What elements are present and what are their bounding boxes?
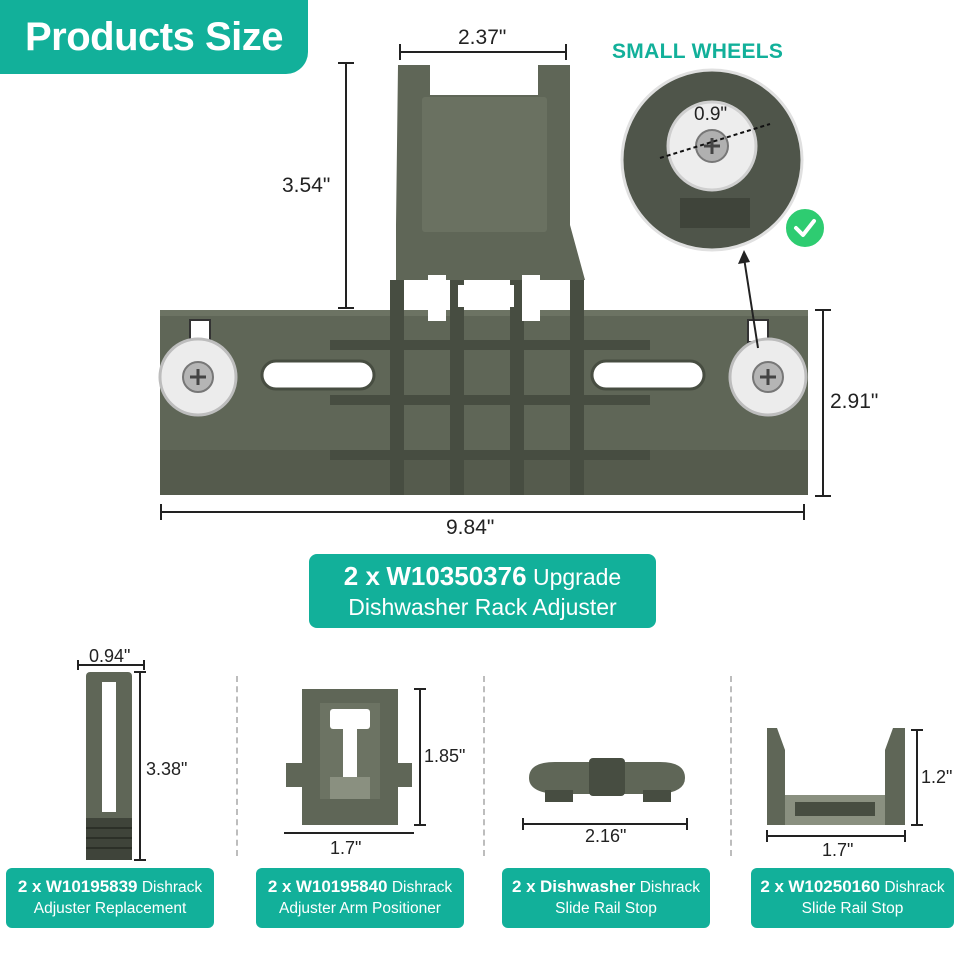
- small-wheels-title: SMALL WHEELS: [612, 40, 784, 63]
- qty: 2 x: [267, 877, 292, 896]
- divider: [730, 676, 732, 856]
- qty: 2 x: [343, 561, 380, 591]
- label-line1: Upgrade: [532, 564, 622, 590]
- label-line1: Dishrack: [141, 879, 203, 896]
- part-number: W10195839: [45, 877, 138, 896]
- wheel-diameter-dimension: 0.9": [694, 104, 728, 125]
- qty: 2 x: [760, 877, 785, 896]
- part1-height: 3.38": [146, 759, 188, 779]
- part3-image: [522, 758, 688, 830]
- rack-adjuster-image: [158, 65, 808, 495]
- part-number: Dishwasher: [539, 877, 636, 896]
- label-line1: Dishrack: [884, 879, 945, 896]
- part2-width: 1.7": [330, 838, 362, 858]
- page-title: Products Size: [0, 0, 308, 74]
- part3-width: 2.16": [585, 826, 627, 846]
- part1-width: 0.94": [89, 646, 131, 666]
- top-width-dimension: 2.37": [458, 26, 507, 49]
- part4-width: 1.7": [822, 840, 854, 860]
- divider: [483, 676, 485, 856]
- part2-height: 1.85": [424, 746, 466, 766]
- main-product-label: 2 x W10350376 Upgrade Dishwasher Rack Ad…: [309, 554, 656, 628]
- part-number: W10195840: [295, 877, 388, 896]
- part3-label: 2 x Dishwasher Dishrack Slide Rail Stop: [502, 868, 710, 928]
- part1-label: 2 x W10195839 Dishrack Adjuster Replacem…: [6, 868, 214, 928]
- part-number: W10350376: [386, 561, 527, 591]
- body-height-dimension: 2.91": [830, 390, 879, 413]
- label-line1: Dishrack: [391, 879, 453, 896]
- label-line2: Slide Rail Stop: [801, 900, 904, 917]
- divider: [236, 676, 238, 856]
- qty: 2 x: [512, 877, 536, 896]
- part1-image: [77, 660, 146, 861]
- part4-height: 1.2": [921, 767, 953, 787]
- small-wheels-zoom: [620, 68, 804, 252]
- label-line2: Adjuster Replacement: [33, 900, 187, 917]
- part-number: W10250160: [788, 877, 881, 896]
- label-line1: Dishrack: [639, 879, 700, 896]
- part2-image: [284, 688, 426, 834]
- part4-label: 2 x W10250160 Dishrack Slide Rail Stop: [751, 868, 954, 928]
- label-line2: Dishwasher Rack Adjuster: [348, 594, 617, 620]
- length-dimension: 9.84": [446, 516, 495, 539]
- label-line2: Adjuster Arm Positioner: [279, 900, 441, 917]
- top-height-dimension: 3.54": [282, 174, 331, 197]
- qty: 2 x: [17, 877, 42, 896]
- check-circle-icon: [783, 206, 827, 250]
- label-line2: Slide Rail Stop: [555, 900, 657, 917]
- dimension-lines: [160, 44, 831, 520]
- part4-image: [766, 728, 923, 842]
- part2-label: 2 x W10195840 Dishrack Adjuster Arm Posi…: [256, 868, 464, 928]
